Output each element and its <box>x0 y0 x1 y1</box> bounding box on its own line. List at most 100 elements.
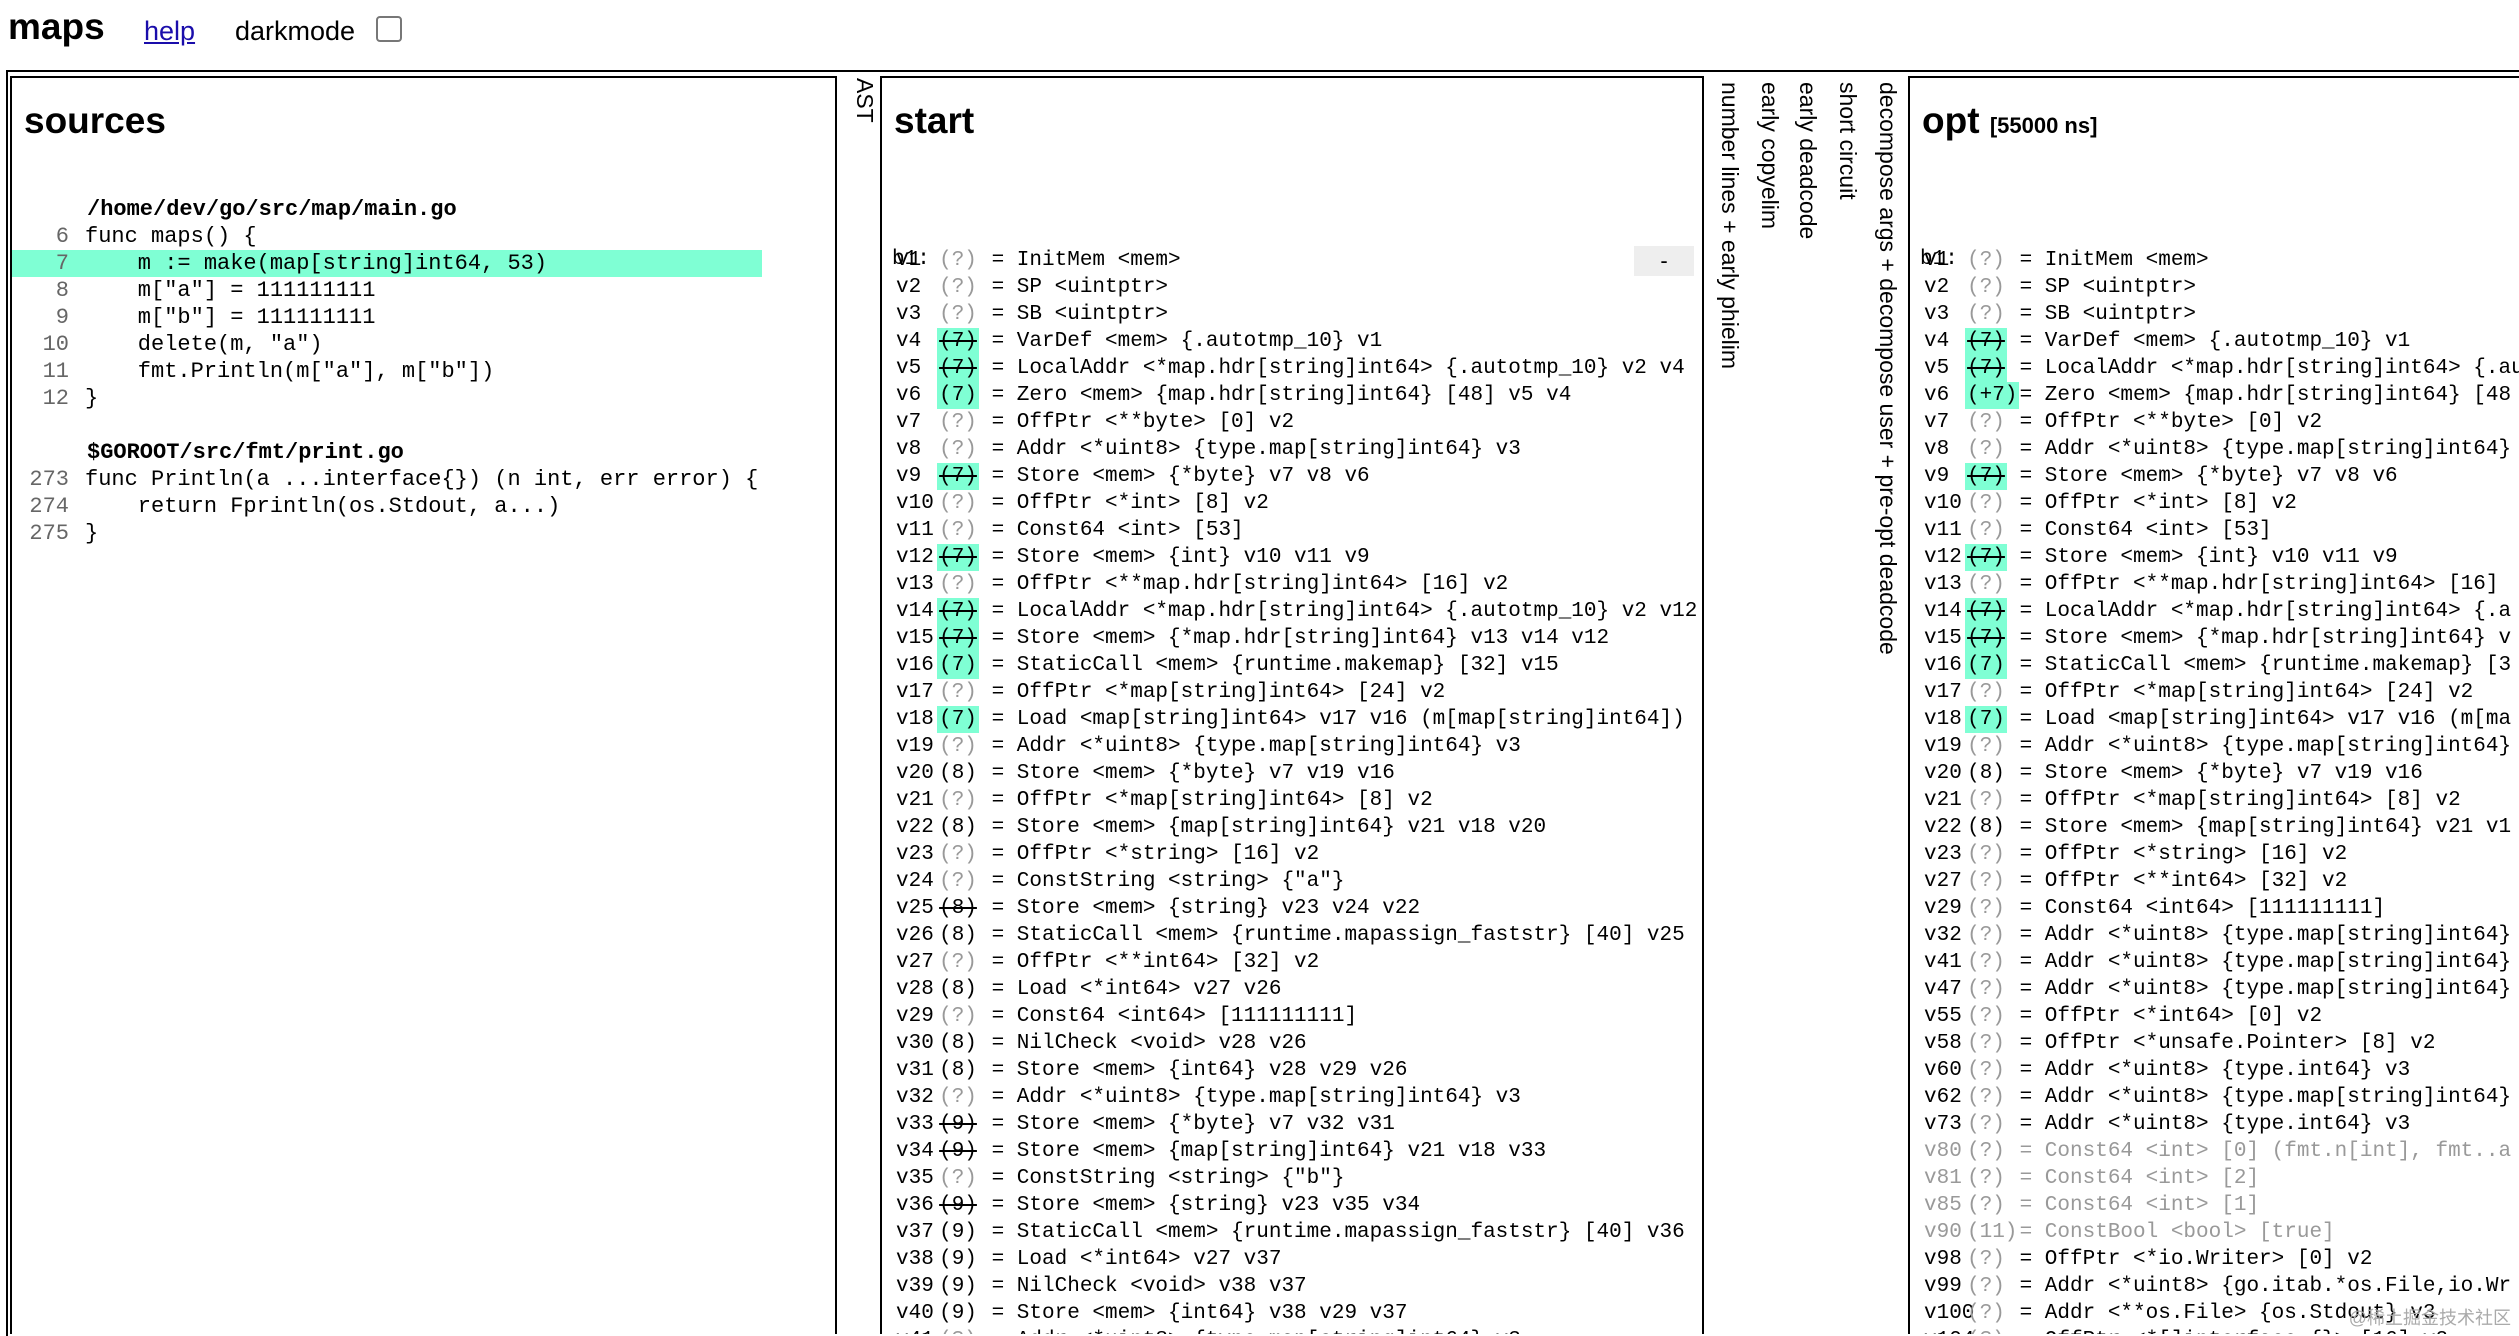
ssa-line-pos[interactable]: (+7) <box>1965 382 2020 409</box>
ssa-line-pos[interactable]: (7) <box>1965 625 2007 652</box>
ssa-row[interactable]: v11(?) = Const64 <int> [53] <box>1924 517 2519 544</box>
ssa-row[interactable]: v15(7) = Store <mem> {*map.hdr[string]in… <box>1924 625 2519 652</box>
ssa-value-id[interactable]: v104 <box>1924 1327 1974 1334</box>
ssa-row[interactable]: v4(7) = VarDef <mem> {.autotmp_10} v1 <box>896 328 1697 355</box>
ssa-line-pos[interactable]: (?) <box>1965 1003 2007 1030</box>
ssa-line-pos[interactable]: (7) <box>937 463 979 490</box>
ssa-value-id[interactable]: v12 <box>896 546 934 569</box>
ssa-row[interactable]: v47(?) = Addr <*uint8> {type.map[string]… <box>1924 976 2519 1003</box>
ssa-line-pos[interactable]: (7) <box>937 625 979 652</box>
ssa-line-pos[interactable]: (?) <box>1965 247 2007 274</box>
ssa-row[interactable]: v32(?) = Addr <*uint8> {type.map[string]… <box>896 1084 1697 1111</box>
ssa-value-id[interactable]: v5 <box>1924 357 1950 380</box>
ssa-row[interactable]: v13(?) = OffPtr <**map.hdr[string]int64>… <box>1924 571 2519 598</box>
ssa-row[interactable]: v12(7) = Store <mem> {int} v10 v11 v9 <box>896 544 1697 571</box>
ssa-value-id[interactable]: v81 <box>1924 1167 1962 1190</box>
ssa-line-pos[interactable]: (7) <box>1965 652 2007 679</box>
ssa-row[interactable]: v41(?) = Addr <*uint8> {type.map[string]… <box>1924 949 2519 976</box>
ssa-value-id[interactable]: v2 <box>1924 276 1950 299</box>
ssa-line-pos[interactable]: (7) <box>937 706 979 733</box>
ssa-line-pos[interactable]: (?) <box>937 274 979 301</box>
ssa-line-pos[interactable]: (?) <box>1965 841 2007 868</box>
ssa-row[interactable]: v24(?) = ConstString <string> {"a"} <box>896 868 1697 895</box>
ssa-value-id[interactable]: v85 <box>1924 1194 1962 1217</box>
ssa-row[interactable]: v1(?) = InitMem <mem> <box>896 247 1697 274</box>
ssa-line-pos[interactable]: (7) <box>1965 355 2007 382</box>
ssa-line-pos[interactable]: (8) <box>937 895 979 922</box>
ssa-line-pos[interactable]: (8) <box>937 814 979 841</box>
ssa-row[interactable]: v39(9) = NilCheck <void> v38 v37 <box>896 1273 1697 1300</box>
ssa-line-pos[interactable]: (?) <box>937 1084 979 1111</box>
ssa-line-pos[interactable]: (?) <box>937 490 979 517</box>
ssa-row[interactable]: v2(?) = SP <uintptr> <box>896 274 1697 301</box>
ssa-row[interactable]: v23(?) = OffPtr <*string> [16] v2 <box>1924 841 2519 868</box>
ssa-value-id[interactable]: v27 <box>896 951 934 974</box>
ssa-row[interactable]: v29(?) = Const64 <int64> [111111111] <box>1924 895 2519 922</box>
ssa-row[interactable]: v62(?) = Addr <*uint8> {type.map[string]… <box>1924 1084 2519 1111</box>
ssa-value-id[interactable]: v18 <box>1924 708 1962 731</box>
ssa-value-id[interactable]: v16 <box>1924 654 1962 677</box>
ssa-value-id[interactable]: v20 <box>896 762 934 785</box>
ssa-value-id[interactable]: v6 <box>1924 384 1950 407</box>
ssa-row[interactable]: v12(7) = Store <mem> {int} v10 v11 v9 <box>1924 544 2519 571</box>
ssa-value-id[interactable]: v35 <box>896 1167 934 1190</box>
ssa-line-pos[interactable]: (9) <box>937 1273 979 1300</box>
ssa-value-id[interactable]: v39 <box>896 1275 934 1298</box>
ssa-row[interactable]: v18(7) = Load <map[string]int64> v17 v16… <box>1924 706 2519 733</box>
ssa-row[interactable]: v33(9) = Store <mem> {*byte} v7 v32 v31 <box>896 1111 1697 1138</box>
ssa-value-id[interactable]: v18 <box>896 708 934 731</box>
ssa-row[interactable]: v26(8) = StaticCall <mem> {runtime.mapas… <box>896 922 1697 949</box>
ssa-value-id[interactable]: v99 <box>1924 1275 1962 1298</box>
ssa-line-pos[interactable]: (?) <box>937 1327 979 1334</box>
ssa-line-pos[interactable]: (11) <box>1965 1219 2017 1246</box>
ssa-line-pos[interactable]: (8) <box>937 976 979 1003</box>
ssa-row[interactable]: v9(7) = Store <mem> {*byte} v7 v8 v6 <box>1924 463 2519 490</box>
ssa-value-id[interactable]: v14 <box>1924 600 1962 623</box>
ssa-line-pos[interactable]: (?) <box>1965 517 2007 544</box>
ssa-row[interactable]: v20(8) = Store <mem> {*byte} v7 v19 v16 <box>896 760 1697 787</box>
ssa-value-id[interactable]: v1 <box>1924 249 1950 272</box>
ssa-line-pos[interactable]: (?) <box>1965 1138 2007 1165</box>
ssa-line-pos[interactable]: (?) <box>1965 1300 2007 1327</box>
ssa-value-id[interactable]: v4 <box>896 330 922 353</box>
ssa-line-pos[interactable]: (?) <box>937 247 979 274</box>
ssa-row[interactable]: v30(8) = NilCheck <void> v28 v26 <box>896 1030 1697 1057</box>
ssa-row[interactable]: v13(?) = OffPtr <**map.hdr[string]int64>… <box>896 571 1697 598</box>
ssa-value-id[interactable]: v19 <box>1924 735 1962 758</box>
ssa-line-pos[interactable]: (?) <box>937 679 979 706</box>
source-line[interactable]: 275} <box>12 520 762 547</box>
ssa-line-pos[interactable]: (?) <box>1965 1057 2007 1084</box>
source-line[interactable]: 10 delete(m, "a") <box>12 331 762 358</box>
ssa-row[interactable]: v20(8) = Store <mem> {*byte} v7 v19 v16 <box>1924 760 2519 787</box>
ssa-row[interactable]: v3(?) = SB <uintptr> <box>896 301 1697 328</box>
ssa-value-id[interactable]: v6 <box>896 384 922 407</box>
ssa-row[interactable]: v22(8) = Store <mem> {map[string]int64} … <box>896 814 1697 841</box>
ssa-line-pos[interactable]: (9) <box>937 1192 979 1219</box>
ssa-row[interactable]: v8(?) = Addr <*uint8> {type.map[string]i… <box>896 436 1697 463</box>
block-label[interactable]: b1: <box>1920 248 1958 271</box>
ssa-value-id[interactable]: v3 <box>896 303 922 326</box>
ssa-row[interactable]: v21(?) = OffPtr <*map[string]int64> [8] … <box>1924 787 2519 814</box>
ssa-row[interactable]: v28(8) = Load <*int64> v27 v26 <box>896 976 1697 1003</box>
ssa-row[interactable]: v17(?) = OffPtr <*map[string]int64> [24]… <box>1924 679 2519 706</box>
ssa-value-id[interactable]: v27 <box>1924 870 1962 893</box>
column-decompose[interactable]: decompose args + decompose user + pre-op… <box>1866 76 1906 1334</box>
ssa-line-pos[interactable]: (?) <box>1965 301 2007 328</box>
ssa-value-id[interactable]: v40 <box>896 1302 934 1325</box>
ssa-line-pos[interactable]: (?) <box>937 436 979 463</box>
darkmode-checkbox[interactable] <box>376 16 402 42</box>
ssa-value-id[interactable]: v8 <box>1924 438 1950 461</box>
ssa-row[interactable]: v10(?) = OffPtr <*int> [8] v2 <box>1924 490 2519 517</box>
ssa-line-pos[interactable]: (7) <box>937 544 979 571</box>
ssa-row[interactable]: v100(?) = Addr <**os.File> {os.Stdout} v… <box>1924 1300 2519 1327</box>
ssa-value-id[interactable]: v13 <box>1924 573 1962 596</box>
source-line[interactable]: 9 m["b"] = 111111111 <box>12 304 762 331</box>
ssa-row[interactable]: v31(8) = Store <mem> {int64} v28 v29 v26 <box>896 1057 1697 1084</box>
ssa-line-pos[interactable]: (7) <box>1965 598 2007 625</box>
ssa-line-pos[interactable]: (7) <box>1965 463 2007 490</box>
ssa-line-pos[interactable]: (?) <box>937 841 979 868</box>
ssa-value-id[interactable]: v34 <box>896 1140 934 1163</box>
ssa-value-id[interactable]: v23 <box>896 843 934 866</box>
ssa-row[interactable]: v32(?) = Addr <*uint8> {type.map[string]… <box>1924 922 2519 949</box>
